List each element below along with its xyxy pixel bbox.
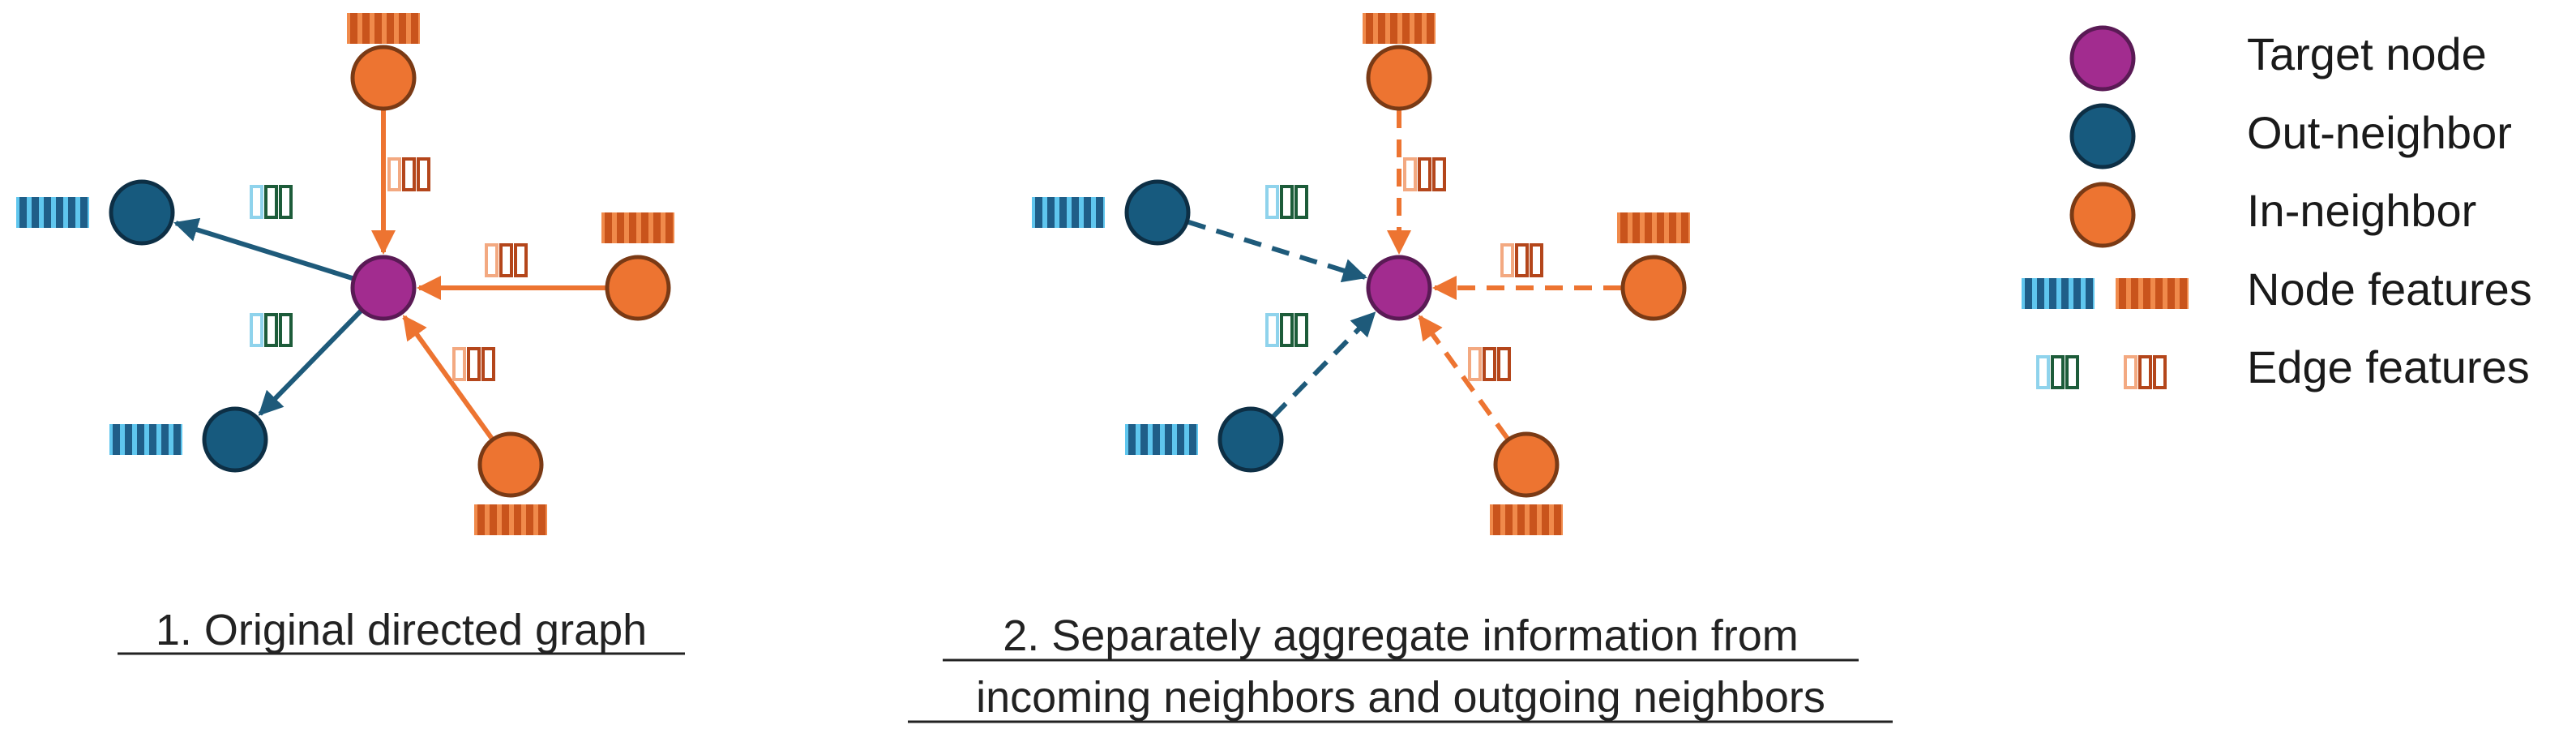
- target-node: [350, 255, 417, 321]
- edge-features-in-1: [1403, 157, 1446, 191]
- legend-edge-features-label: Edge features: [2247, 341, 2530, 392]
- node-features-in-1: [1363, 13, 1436, 44]
- in-neighbor-node-2: [605, 255, 671, 321]
- node-features-out-1: [1032, 197, 1105, 228]
- legend: [2022, 25, 2189, 389]
- node-features-out-2: [109, 424, 182, 455]
- edge-features-in-3: [1468, 347, 1511, 381]
- node-features-out-2: [1125, 424, 1198, 455]
- node-features-in-2: [601, 212, 674, 243]
- legend-node-features-out-icon: [2022, 278, 2095, 309]
- edge-features-in-2: [485, 243, 528, 277]
- edge-features-in-3: [452, 347, 495, 381]
- legend-out-label: Out-neighbor: [2247, 107, 2512, 158]
- out-neighbor-node-2: [1217, 406, 1284, 473]
- edge-features-out-1: [250, 185, 293, 219]
- target-node: [1366, 255, 1432, 321]
- legend-edge-features-in-icon: [2124, 355, 2167, 389]
- legend-in-icon: [2069, 182, 2136, 248]
- edge-in-3: [402, 315, 494, 440]
- node-features-in-2: [1617, 212, 1690, 243]
- legend-node-features-label: Node features: [2247, 264, 2532, 315]
- node-features-out-1: [16, 197, 89, 228]
- legend-in-label: In-neighbor: [2247, 185, 2476, 236]
- panel-separate-aggregation: [1032, 13, 1690, 535]
- in-neighbor-node-3: [1493, 431, 1560, 498]
- edge-features-in-2: [1500, 243, 1543, 277]
- out-neighbor-node-2: [202, 406, 268, 473]
- edge-out-1: [173, 217, 353, 281]
- in-neighbor-node-1: [1366, 45, 1432, 111]
- legend-node-features-in-icon: [2116, 278, 2189, 309]
- edge-out-2: [1271, 311, 1376, 418]
- edge-in-3: [1418, 315, 1510, 440]
- legend-out-icon: [2069, 103, 2136, 169]
- edge-out-2: [258, 309, 363, 416]
- out-neighbor-node-1: [109, 179, 175, 246]
- edge-features-out-2: [250, 313, 293, 347]
- panel-original-graph: [16, 13, 674, 535]
- legend-edge-features-out-icon: [2036, 355, 2079, 389]
- in-neighbor-node-1: [350, 45, 417, 111]
- legend-target-label: Target node: [2247, 28, 2487, 79]
- node-features-in-1: [347, 13, 420, 44]
- node-features-in-3: [474, 504, 547, 535]
- panel2-caption-line2: incoming neighbors and outgoing neighbor…: [976, 673, 1825, 722]
- edge-out-1: [1187, 220, 1367, 283]
- node-features-in-3: [1490, 504, 1563, 535]
- edge-features-in-1: [387, 157, 430, 191]
- edge-features-out-2: [1265, 313, 1308, 347]
- in-neighbor-node-2: [1620, 255, 1687, 321]
- panel1-caption: 1. Original directed graph: [156, 606, 647, 654]
- panel2-caption-line1: 2. Separately aggregate information from: [1003, 611, 1799, 660]
- in-neighbor-node-3: [477, 431, 544, 498]
- out-neighbor-node-1: [1124, 179, 1191, 246]
- legend-target-icon: [2069, 25, 2136, 92]
- edge-features-out-1: [1265, 185, 1308, 219]
